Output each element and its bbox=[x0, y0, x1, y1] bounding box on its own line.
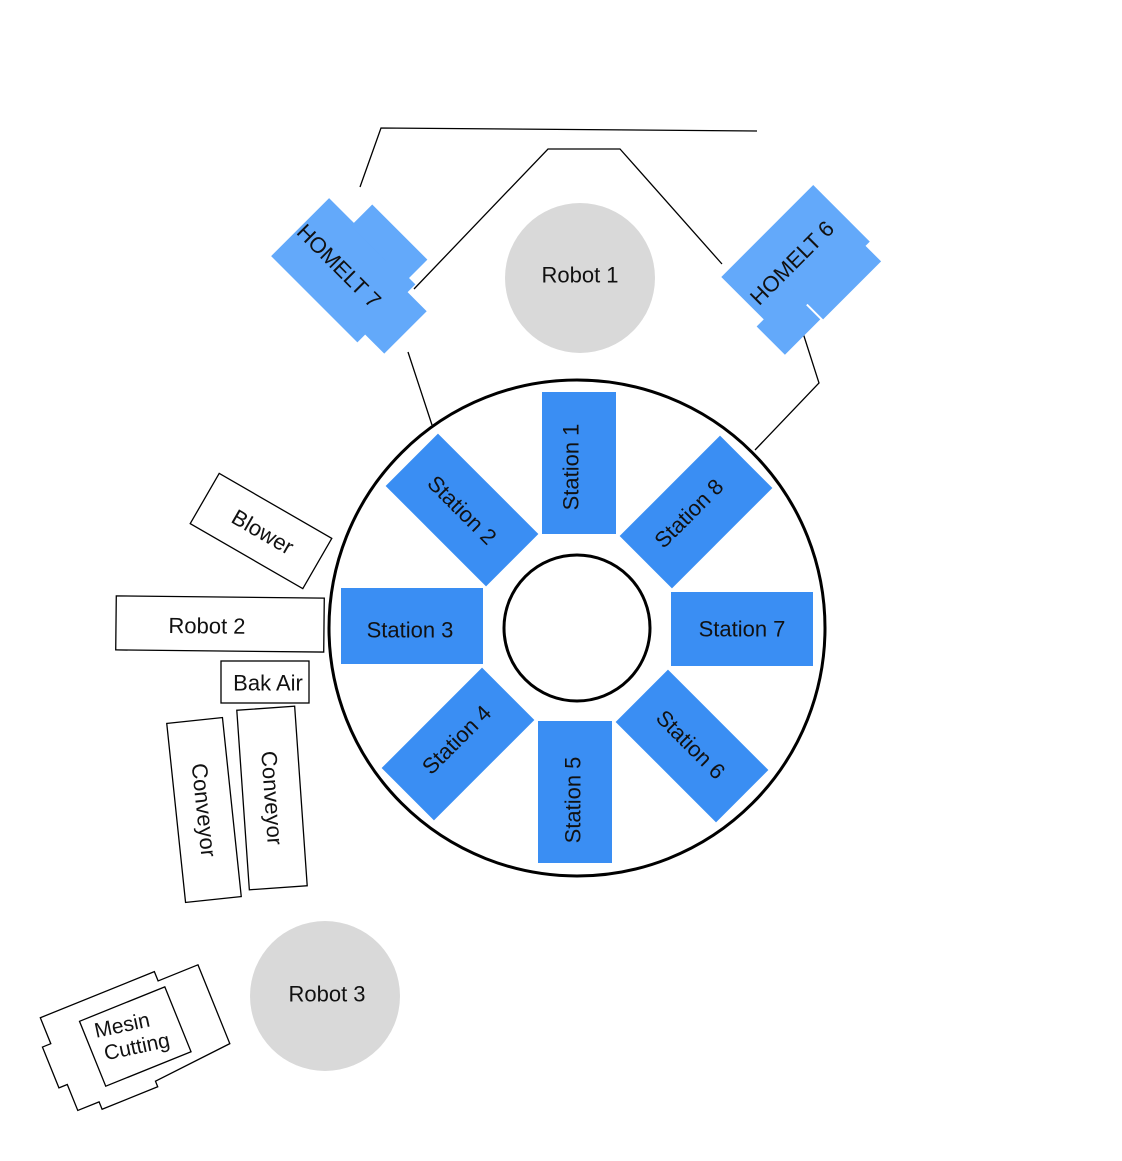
station-8-block bbox=[619, 435, 773, 589]
station-4-block bbox=[381, 667, 535, 821]
mesin-cutting-inner-box bbox=[78, 986, 192, 1088]
station-5-block bbox=[538, 721, 612, 863]
blower-box bbox=[189, 472, 333, 590]
homelt-7-side-block bbox=[354, 281, 427, 354]
conveyor-left-box bbox=[166, 716, 242, 904]
homelt-6[interactable]: HOMELT 6 bbox=[714, 185, 885, 356]
connector-line-top bbox=[359, 127, 758, 188]
bak-air-label: Bak Air bbox=[233, 671, 303, 696]
robot-1-body bbox=[505, 203, 655, 353]
connector-line-homelt7-turntable bbox=[407, 351, 433, 426]
homelt-7[interactable]: HOMELT 7 bbox=[271, 180, 453, 362]
robot-3-label: Robot 3 bbox=[288, 982, 365, 1007]
homelt-6-top-block bbox=[756, 291, 821, 355]
station-7[interactable]: Station 7 bbox=[671, 592, 813, 666]
bak-air-box bbox=[220, 660, 310, 704]
robot-2-label: Robot 2 bbox=[168, 613, 245, 639]
connector-line-robot1-loop bbox=[413, 148, 723, 290]
robot-1[interactable]: Robot 1 bbox=[505, 203, 655, 353]
conveyor-left[interactable]: Conveyor bbox=[166, 716, 242, 904]
homelt-6-body bbox=[721, 185, 870, 334]
station-7-label: Station 7 bbox=[699, 617, 786, 642]
conveyor-right[interactable]: Conveyor bbox=[236, 705, 308, 891]
robot-3[interactable]: Robot 3 bbox=[250, 921, 400, 1071]
homelt-7-top-block bbox=[351, 204, 428, 281]
mesin-cutting[interactable]: Mesin Cutting bbox=[32, 956, 235, 1122]
station-6-block bbox=[615, 669, 769, 823]
connector-line-homelt6-turntable bbox=[754, 332, 820, 451]
conveyor-right-box bbox=[236, 705, 308, 891]
station-1-label: Station 1 bbox=[559, 424, 584, 511]
homelt-6-side-block bbox=[793, 231, 882, 320]
turntable-inner-ring bbox=[502, 553, 652, 703]
connector-lines bbox=[359, 127, 820, 451]
station-1-block bbox=[542, 392, 616, 534]
station-3-block bbox=[341, 588, 483, 664]
blower[interactable]: Blower bbox=[189, 472, 333, 590]
robot-1-label: Robot 1 bbox=[541, 263, 618, 288]
station-1[interactable]: Station 1 bbox=[542, 392, 616, 534]
station-7-block bbox=[671, 592, 813, 666]
bak-air[interactable]: Bak Air bbox=[220, 660, 310, 704]
station-3-label: Station 3 bbox=[367, 618, 454, 643]
robot-2[interactable]: Robot 2 bbox=[115, 595, 325, 653]
robot-3-body bbox=[250, 921, 400, 1071]
station-2-block bbox=[385, 433, 539, 587]
station-3[interactable]: Station 3 bbox=[341, 588, 483, 664]
station-5[interactable]: Station 5 bbox=[538, 721, 612, 863]
station-5-label: Station 5 bbox=[561, 757, 586, 844]
robot-2-box bbox=[115, 595, 325, 653]
